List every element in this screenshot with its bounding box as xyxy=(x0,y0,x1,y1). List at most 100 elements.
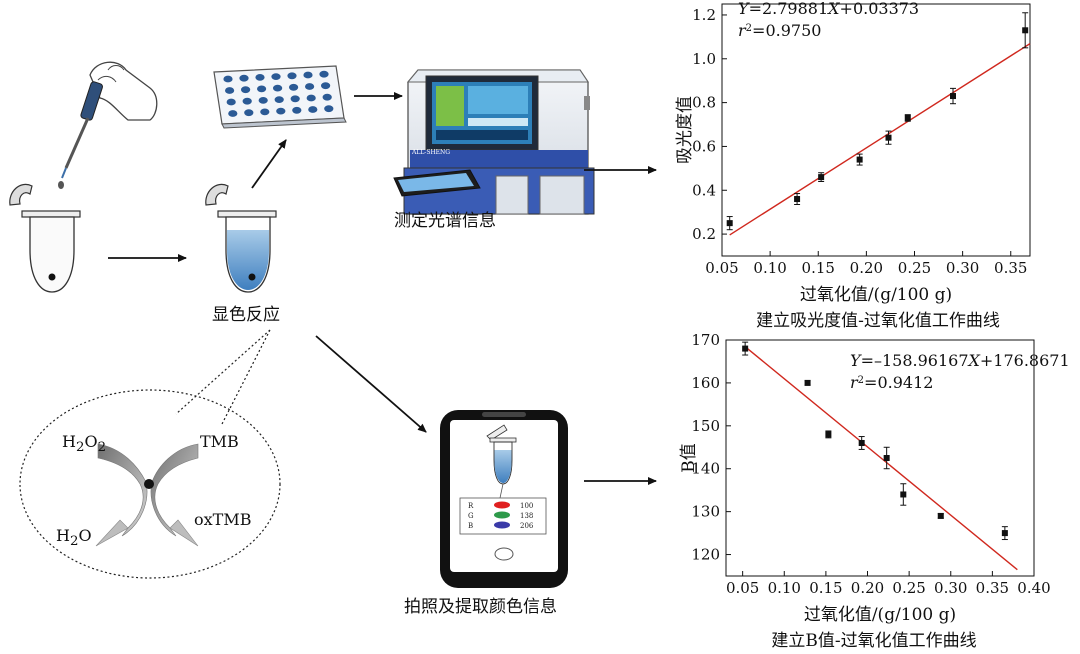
plate-well xyxy=(225,87,235,94)
data-point xyxy=(858,439,865,446)
rgb-value: 138 xyxy=(520,512,533,520)
x-tick-label: 0.25 xyxy=(892,579,925,597)
fit-line xyxy=(744,346,1018,571)
plate-well xyxy=(319,70,329,78)
x-tick-label: 0.25 xyxy=(898,259,931,277)
y-tick-label: 140 xyxy=(691,460,720,478)
plate-well xyxy=(226,98,236,106)
x-tick-label: 0.15 xyxy=(802,259,835,277)
rgb-swatch xyxy=(494,501,510,509)
x-tick-label: 0.40 xyxy=(1017,579,1050,597)
plate-well xyxy=(292,106,302,114)
x-tick-label: 0.20 xyxy=(850,259,883,277)
x-tick-label: 0.05 xyxy=(705,259,738,277)
data-point xyxy=(883,455,890,461)
arrow-reaction-to-phone xyxy=(315,335,427,433)
plate-well xyxy=(271,73,281,80)
regression-equation: Y=2.79881X+0.03373 xyxy=(738,0,919,18)
instrument-brand: ALL-SHENG xyxy=(411,149,450,156)
data-point xyxy=(950,93,956,100)
plate-well xyxy=(308,106,318,113)
rgb-swatch xyxy=(494,511,510,519)
plate-well xyxy=(255,74,265,81)
photo-extract-label: 拍照及提取颜色信息 xyxy=(404,597,557,617)
plot-frame xyxy=(721,3,1031,257)
x-tick-label: 0.10 xyxy=(753,259,786,277)
data-point xyxy=(904,114,911,121)
x-tick-label: 0.30 xyxy=(946,259,979,277)
plate-well xyxy=(303,71,313,79)
h2o-label: H2O xyxy=(56,526,92,550)
blue-tube-icon xyxy=(205,183,277,293)
x-tick-label: 0.20 xyxy=(851,579,884,597)
empty-tube-icon xyxy=(9,183,81,293)
smartphone-icon xyxy=(440,410,568,588)
data-point xyxy=(1022,27,1029,34)
data-point xyxy=(900,491,907,498)
plate-well xyxy=(241,86,251,94)
y-tick-label: 1.2 xyxy=(692,6,716,24)
x-tick-label: 0.15 xyxy=(809,579,842,597)
arrow-tube-to-plate xyxy=(251,139,287,189)
plate-well xyxy=(228,110,238,117)
y-tick-label: 0.2 xyxy=(692,225,716,243)
rgb-channel-label: B xyxy=(468,522,473,530)
plate-well xyxy=(258,97,268,104)
plate-well xyxy=(287,72,297,80)
x-tick-label: 0.35 xyxy=(994,259,1027,277)
chart-title: 建立吸光度值-过氧化值工作曲线 xyxy=(756,311,1000,331)
plate-well xyxy=(324,105,334,113)
color-reaction-label: 显色反应 xyxy=(212,305,280,325)
pipette-hand-icon xyxy=(58,61,158,189)
y-tick-label: 0.6 xyxy=(692,137,716,155)
flow-arrows xyxy=(108,92,657,485)
plate-well xyxy=(321,82,331,90)
data-point xyxy=(825,431,832,438)
x-tick-label: 0.05 xyxy=(726,579,759,597)
plate-well xyxy=(274,96,284,103)
data-point xyxy=(742,345,749,352)
y-tick-label: 160 xyxy=(691,374,720,392)
r-squared: r2=0.9750 xyxy=(738,21,821,40)
plate-reader-icon xyxy=(393,69,595,215)
y-tick-label: 170 xyxy=(691,331,720,349)
x-tick-label: 0.10 xyxy=(768,579,801,597)
plate-well xyxy=(290,95,300,103)
plate-well xyxy=(306,94,316,102)
tmb-label: TMB xyxy=(200,432,239,451)
y-axis-label: 吸光度值 xyxy=(675,96,695,164)
data-point xyxy=(804,379,811,386)
y-tick-label: 1.0 xyxy=(692,50,716,68)
r-squared: r2=0.9412 xyxy=(850,373,933,392)
oxtmb-label: oxTMB xyxy=(194,510,252,529)
fit-line xyxy=(729,43,1031,236)
data-point xyxy=(937,512,944,519)
y-tick-label: 120 xyxy=(691,546,720,564)
reaction-scheme xyxy=(19,329,281,579)
y-tick-label: 130 xyxy=(691,503,720,521)
plate-well xyxy=(260,108,270,116)
x-tick-label: 0.35 xyxy=(976,579,1009,597)
y-tick-label: 0.4 xyxy=(692,181,716,199)
plate-well xyxy=(239,74,249,82)
rgb-channel-label: G xyxy=(468,512,474,520)
plate-well xyxy=(223,75,233,83)
data-point xyxy=(1001,530,1008,537)
y-axis-label: B值 xyxy=(679,443,699,473)
rgb-channel-label: R xyxy=(468,502,474,510)
plate-well xyxy=(276,107,286,115)
data-point xyxy=(794,196,801,203)
data-point xyxy=(818,174,825,181)
chart-title: 建立B值-过氧化值工作曲线 xyxy=(771,631,976,651)
x-axis-label: 过氧化值/(g/100 g) xyxy=(800,285,952,305)
microplate-icon xyxy=(213,65,347,129)
plot-frame xyxy=(725,339,1035,577)
y-tick-label: 150 xyxy=(691,417,720,435)
x-axis-label: 过氧化值/(g/100 g) xyxy=(804,605,956,625)
plate-well xyxy=(244,109,254,117)
